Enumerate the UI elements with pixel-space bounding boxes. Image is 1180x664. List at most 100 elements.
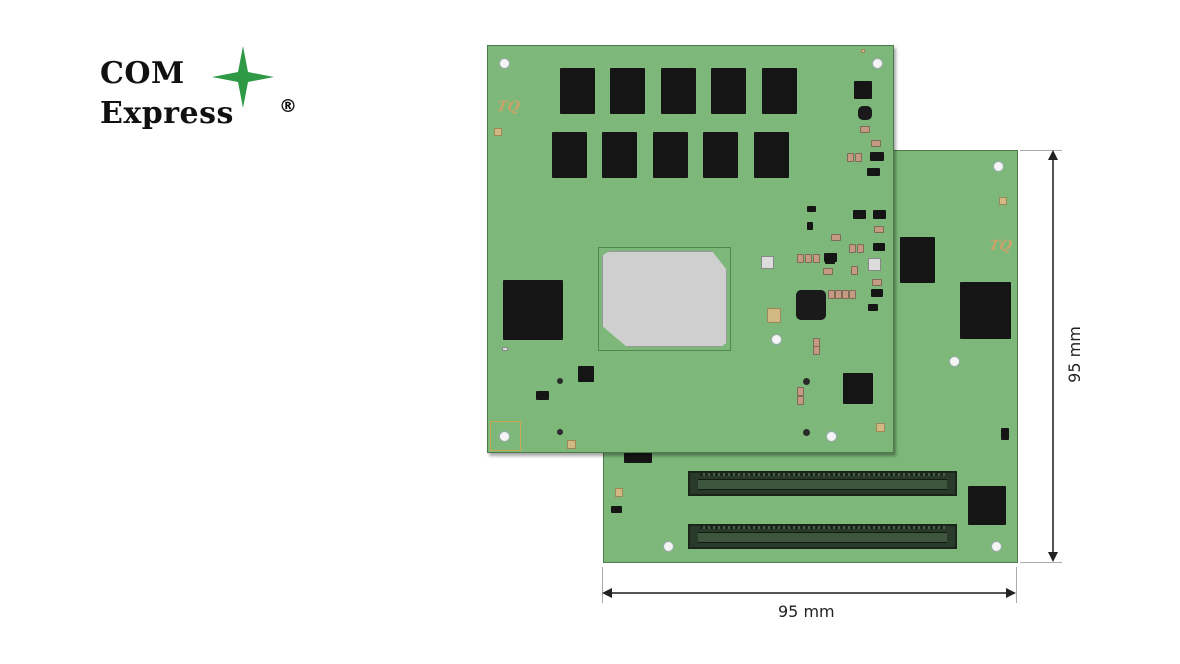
resistor [835,290,842,299]
mounting-hole [663,541,674,552]
resistor [797,254,804,263]
memory-chip [711,68,746,114]
transistor [853,210,866,219]
tq-silkscreen-logo: TQ [495,99,522,115]
resistor [797,396,804,405]
mounting-hole [771,334,782,345]
resistor [828,290,835,299]
resistor [813,254,820,263]
board-to-board-connector-b [688,524,957,549]
resistor [831,234,841,241]
registered-mark: ® [279,96,297,117]
memory-chip [560,68,595,114]
chip [503,280,563,340]
pad [567,440,576,449]
chip [796,290,826,320]
chip [870,152,884,161]
memory-chip [762,68,797,114]
memory-chip [653,132,688,178]
resistor [797,387,804,396]
resistor [851,266,858,275]
chip [858,106,872,120]
resistor [847,153,854,162]
chip [843,373,873,404]
test-pad [868,258,881,271]
chip [1001,428,1009,440]
pad [861,49,865,53]
via [803,429,810,436]
memory-chip [552,132,587,178]
board-to-board-connector-a [688,471,957,496]
width-dimension-label: 95 mm [778,602,835,621]
dimension-extension-line-left [602,567,603,603]
capacitor [767,308,781,323]
chip [871,289,883,297]
via [557,378,563,384]
chip [611,506,622,513]
cpu-die [602,251,727,347]
resistor [849,244,856,253]
resistor [874,226,884,233]
pad [615,488,623,497]
cpu-package [598,247,731,351]
arrow-left-icon [602,588,612,598]
via [557,429,563,435]
transistor [536,391,549,400]
mounting-hole [826,431,837,442]
resistor [842,290,849,299]
resistor [860,126,870,133]
chip [968,486,1006,525]
chip [807,206,816,212]
mounting-hole [499,58,510,69]
chip [624,453,652,463]
chip [854,81,872,99]
via [803,378,810,385]
arrow-down-icon [1048,552,1058,562]
star-icon [212,46,274,108]
mounting-hole [993,161,1004,172]
memory-chip [602,132,637,178]
chip [825,257,835,264]
resistor [872,279,882,286]
chip [868,304,878,311]
logo-text-express: Express [100,96,234,131]
memory-chip [610,68,645,114]
chip [807,222,813,230]
height-dimension-label: 95 mm [1064,326,1084,383]
dimension-extension-line-right [1016,567,1017,603]
pad [876,423,885,432]
transistor [873,210,886,219]
test-pad [761,256,774,269]
memory-chip [754,132,789,178]
keepout-marker [490,421,521,451]
pad [999,197,1007,205]
front-board: TQ [487,45,894,453]
chip [867,168,880,176]
tq-silkscreen-logo: TQ [987,238,1014,254]
mounting-hole [872,58,883,69]
com-express-logo: COM Express ® [100,44,310,144]
height-dimension-line [1052,154,1054,558]
resistor [871,140,881,147]
resistor [857,244,864,253]
logo-text-com: COM [100,56,185,91]
arrow-up-icon [1048,150,1058,160]
mounting-hole [991,541,1002,552]
width-dimension-line [606,592,1012,594]
resistor [805,254,812,263]
arrow-right-icon [1006,588,1016,598]
resistor [823,268,833,275]
chip [900,237,935,283]
chip [873,243,885,251]
mounting-hole [499,431,510,442]
dimension-extension-line-top [1020,150,1062,151]
chip [960,282,1011,339]
resistor [855,153,862,162]
resistor [849,290,856,299]
resistor [813,346,820,355]
mounting-hole [949,356,960,367]
pad [494,128,502,136]
test-pad [502,347,508,351]
dimension-extension-line-bottom [1020,562,1062,563]
memory-chip [661,68,696,114]
